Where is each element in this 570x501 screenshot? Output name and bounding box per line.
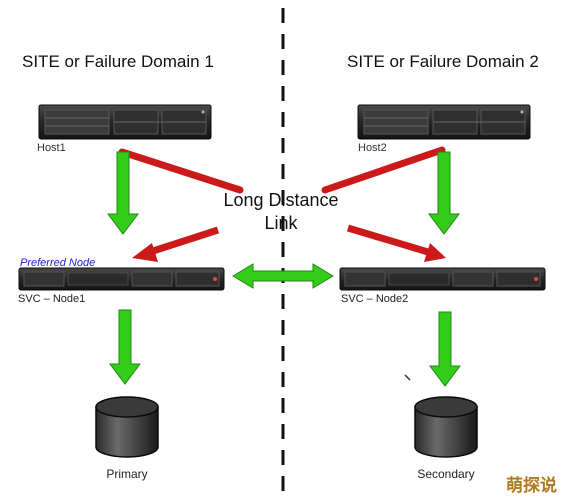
green-arrow-host1-to-node1 bbox=[107, 151, 139, 235]
link-label-line2: Link bbox=[264, 213, 298, 233]
watermark-text: 萌探说 bbox=[506, 475, 557, 496]
secondary-label: Secondary bbox=[417, 467, 474, 481]
svc-node1-icon bbox=[18, 267, 225, 291]
red-path-host1-to-node2 bbox=[118, 148, 244, 194]
site-2-title: SITE or Failure Domain 2 bbox=[347, 52, 539, 71]
host1-server-icon bbox=[38, 104, 212, 140]
green-arrow-node2-to-secondary bbox=[429, 311, 461, 387]
preferred-node-label: Preferred Node bbox=[20, 257, 95, 269]
green-arrow-node1-to-primary bbox=[109, 309, 141, 385]
red-arrow-to-node2 bbox=[346, 224, 446, 262]
red-arrow-to-node1 bbox=[132, 226, 220, 262]
red-path-host2-to-node1 bbox=[321, 146, 446, 194]
primary-database-cylinder-icon bbox=[95, 396, 159, 458]
green-arrow-host2-to-node2 bbox=[428, 151, 460, 235]
host2-label: Host2 bbox=[358, 142, 387, 154]
secondary-database-cylinder-icon bbox=[414, 396, 478, 458]
svc-node2-icon bbox=[339, 267, 546, 291]
svc-node1-label: SVC – Node1 bbox=[18, 293, 85, 305]
stray-mark bbox=[404, 374, 411, 381]
green-double-arrow-node-link bbox=[232, 263, 334, 289]
site-1-title: SITE or Failure Domain 1 bbox=[22, 52, 214, 71]
host1-label: Host1 bbox=[37, 142, 66, 154]
link-label-line1: Long Distance bbox=[223, 190, 338, 210]
host2-server-icon bbox=[357, 104, 531, 140]
primary-label: Primary bbox=[106, 467, 147, 481]
svc-node2-label: SVC – Node2 bbox=[341, 293, 408, 305]
